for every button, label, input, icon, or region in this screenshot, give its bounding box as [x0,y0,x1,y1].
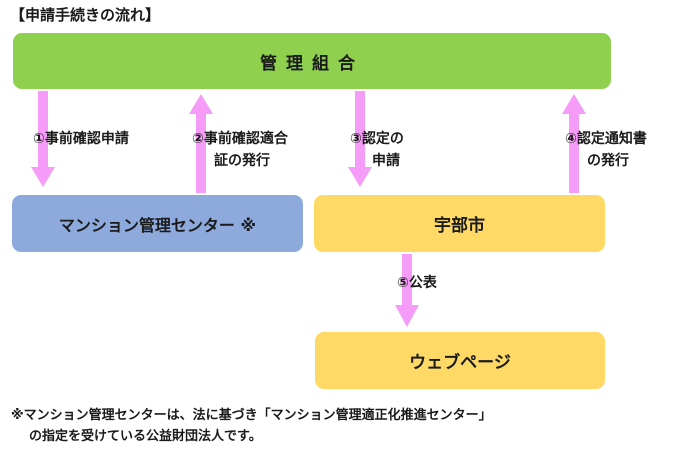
step4-label-line2: の発行 [587,153,629,169]
footnote: ※マンション管理センターは、法に基づき「マンション管理適正化推進センター」 の指… [11,405,492,447]
step4-label-line1: ④認定通知書 [565,131,647,147]
management-union-node: 管理組合 [13,33,611,89]
webpage-node: ウェブページ [315,332,605,389]
step2-label: ②事前確認適合 証の発行 [192,128,288,172]
step2-label-line2: 証の発行 [214,153,270,169]
step3-label-line1: ③認定の [350,131,404,147]
step4-label: ④認定通知書 の発行 [565,128,647,172]
step2-label-line1: ②事前確認適合 [192,131,288,147]
footnote-line2: の指定を受けている公益財団法人です。 [29,429,262,444]
diagram-heading: 【申請手続きの流れ】 [10,6,161,24]
mansion-center-node: マンション管理センター ※ [12,195,303,252]
step5-label-line1: ⑤公表 [397,275,437,291]
step1-label-line1: ①事前確認申請 [33,131,129,147]
footnote-line1: ※マンション管理センターは、法に基づき「マンション管理適正化推進センター」 [11,408,492,423]
step3-label: ③認定の 申請 [350,128,404,172]
step3-label-line2: 申請 [372,153,400,169]
step5-label: ⑤公表 [397,272,437,294]
step1-label: ①事前確認申請 [33,128,129,150]
city-node: 宇部市 [314,195,605,252]
